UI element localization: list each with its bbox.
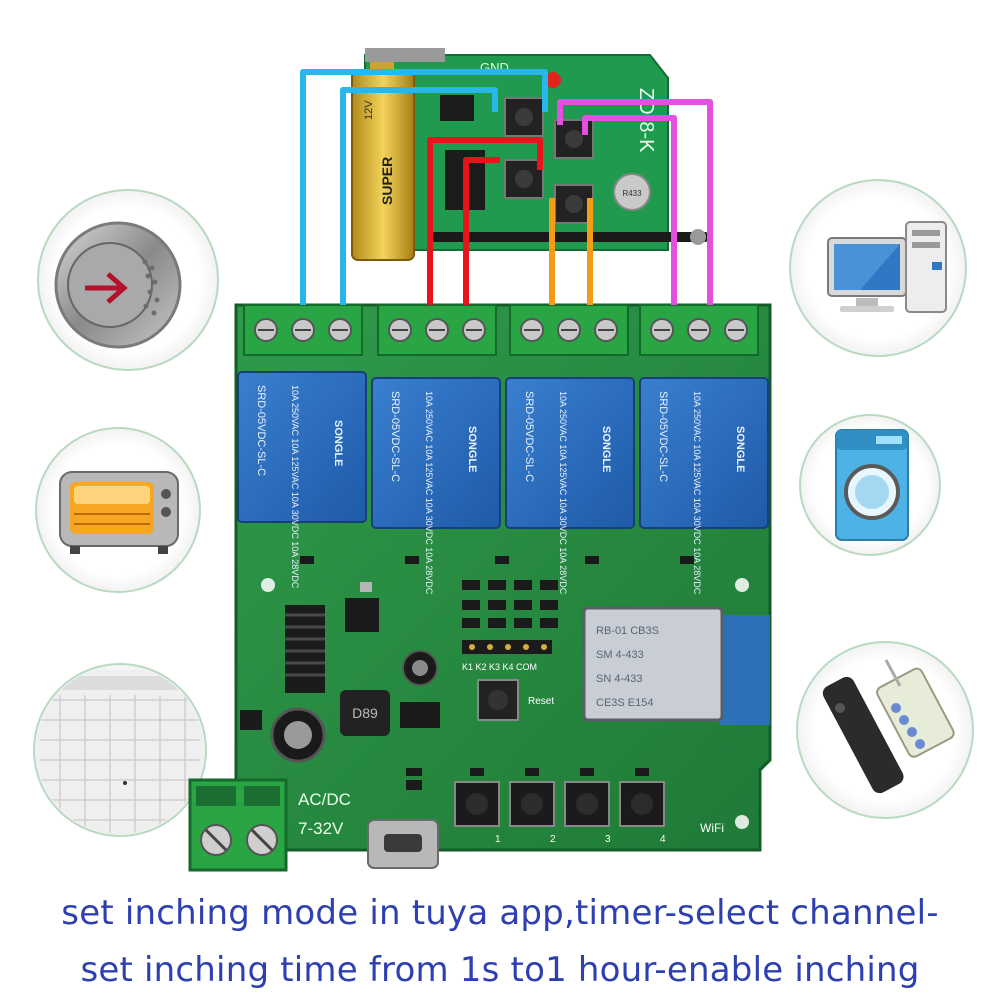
channel-buttons [454,781,665,827]
crystal [613,173,651,211]
relay-terminal-blocks [243,304,759,356]
antenna [430,232,710,242]
main-relay-board: SRD-05VDC-SL-C 10A 250VAC 10A 125VAC 10A… [188,303,772,872]
relay-3-model: SRD-05VDC-SL-C [523,391,535,482]
power-label-range: 7-32V [298,819,344,838]
channel-button-4-number: 4 [660,834,666,845]
wifi-module-line2: SM 4-433 [596,649,644,661]
relay-2: SRD-05VDC-SL-C 10A 250VAC 10A 125VAC 10A… [371,377,501,595]
relay-1-brand: SONGLE [332,420,344,466]
wire-magenta-2 [557,99,713,305]
caption-line-1: set inching mode in tuya app,timer-selec… [61,893,939,933]
ceiling-panel-icon [33,663,207,837]
wire-red-1 [427,137,543,305]
channel-button-1 [454,781,500,827]
relay-3: SRD-05VDC-SL-C 10A 250VAC 10A 125VAC 10A… [505,377,635,595]
wifi-label: WiFi [700,821,724,835]
computer-icon [789,179,967,357]
relay-4: SRD-05VDC-SL-C 10A 250VAC 10A 125VAC 10A… [639,377,769,595]
crystal-label: R433 [622,189,642,198]
caption-line-2: set inching time from 1s to1 hour-enable… [80,950,920,990]
battery-voltage: 12V [363,100,375,120]
relay-4-brand: SONGLE [734,426,746,472]
reset-label: Reset [528,696,554,707]
channel-button-2 [509,781,555,827]
remote-controls-icon [796,641,974,819]
wifi-module: RB-01 CB3S SM 4-433 SN 4-433 CE3S E154 [582,606,770,725]
relay-2-model: SRD-05VDC-SL-C [389,391,401,482]
power-terminal [188,778,288,872]
wire-blue-2 [340,87,498,305]
channel-button-2-number: 2 [550,834,556,845]
wires [300,69,713,305]
header-label: K1 K2 K3 K4 COM [462,662,537,672]
relay-3-brand: SONGLE [600,426,612,472]
wire-blue-1 [300,69,548,305]
wifi-module-line1: RB-01 CB3S [596,625,659,637]
channel-button-3-number: 3 [605,834,611,845]
channel-button-3 [564,781,610,827]
inductor [340,690,390,736]
elevator-button-icon [37,189,219,371]
wifi-module-line4: CE3S E154 [596,697,653,709]
channel-button-1-number: 1 [495,834,501,845]
wire-magenta-1 [582,115,677,305]
relay-1-model: SRD-05VDC-SL-C [255,385,267,476]
washing-machine-icon [799,414,941,556]
channel-button-4 [619,781,665,827]
power-label-type: AC/DC [298,790,351,809]
rf-coil [285,605,325,693]
relay-1-rating: 10A 250VAC 10A 125VAC 10A 30VDC 10A 28VD… [290,385,300,589]
reset-button [477,679,519,721]
remote-buttons [504,97,594,224]
relay-2-brand: SONGLE [466,426,478,472]
wire-red-2 [463,157,500,305]
toaster-oven-icon [35,427,201,593]
relay-4-model: SRD-05VDC-SL-C [657,391,669,482]
relay-1: SRD-05VDC-SL-C 10A 250VAC 10A 125VAC 10A… [237,371,367,589]
remote-receiver-board: GND ZD-8-K SUPER 12V R433 [351,48,710,261]
relay-2-rating: 10A 250VAC 10A 125VAC 10A 30VDC 10A 28VD… [424,391,434,595]
header-pins [462,640,552,654]
relay-3-rating: 10A 250VAC 10A 125VAC 10A 30VDC 10A 28VD… [558,391,568,595]
wifi-module-line3: SN 4-433 [596,673,642,685]
led-indicator [545,72,561,88]
micro-usb-port [367,819,439,869]
inductor-label: D89 [352,705,378,721]
battery-label: SUPER [379,157,395,205]
relay-4-rating: 10A 250VAC 10A 125VAC 10A 30VDC 10A 28VD… [692,391,702,595]
